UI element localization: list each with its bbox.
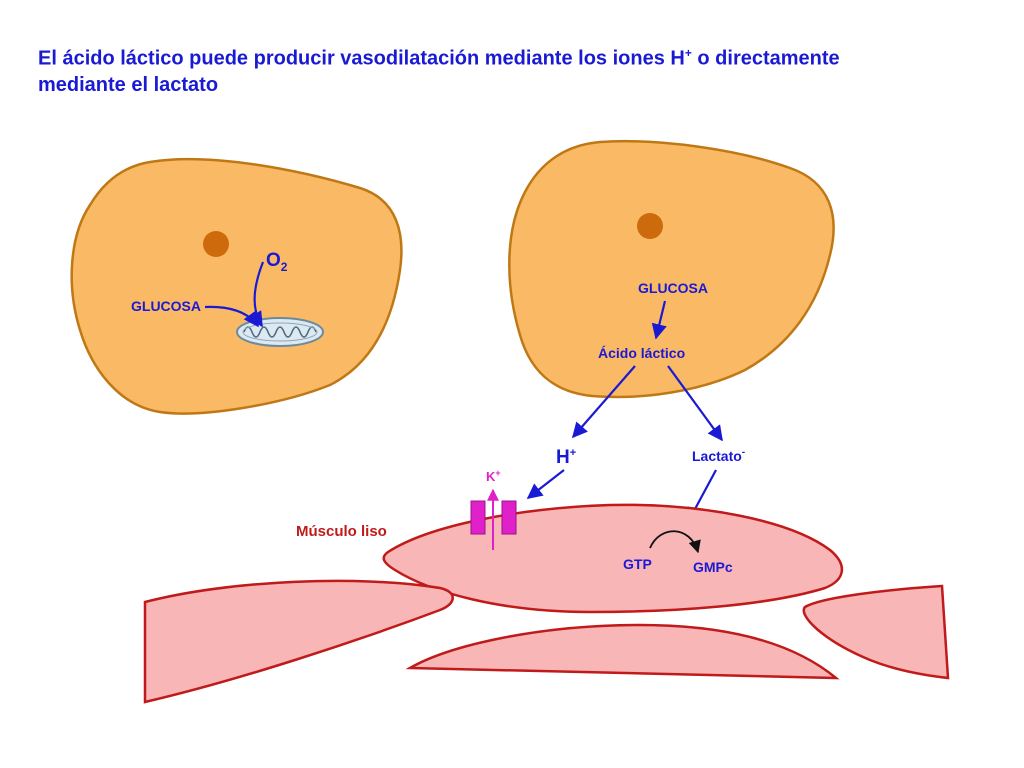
potassium-channel-icon [470,488,517,550]
lactic-acid-label: Ácido láctico [598,345,685,361]
glucose-label-left: GLUCOSA [131,298,201,314]
lactate-label: Lactato- [692,447,745,464]
smooth-muscle: Músculo liso [143,503,950,704]
gtp-label: GTP [623,556,652,572]
slide-title: El ácido láctico puede producir vasodila… [38,40,998,98]
arrow-glucose-to-lactic [651,300,667,340]
muscle-cell-left [143,579,454,704]
muscle-cell-right [802,584,950,680]
title-line-1: El ácido láctico puede producir vasodila… [38,46,840,70]
nucleus-right [637,213,663,239]
muscle-label: Músculo liso [296,523,387,540]
muscle-cell-bottom [405,623,840,680]
arrow-lactic-to-lactate [667,365,723,442]
arrow-lactic-to-h [571,365,636,439]
nucleus-left [203,231,229,257]
gmpc-label: GMPc [693,559,733,575]
mitochondrion-icon [236,317,324,347]
cell-left-body [70,157,403,415]
arrow-h-to-channel [526,469,565,499]
arrow-gtp-to-gmpc [649,530,701,554]
title-h-charge: + [684,46,692,60]
o2-label: O2 [266,250,288,274]
arrow-o2-to-mitochondria [248,261,265,328]
potassium-label: K+ [486,468,501,484]
arrow-glucose-to-mitochondria [204,305,259,328]
cell-left: O2 GLUCOSA [70,157,403,415]
h-ion-label: H+ [556,447,576,468]
glucose-label-right: GLUCOSA [638,280,708,296]
cell-right: GLUCOSA Ácido láctico [508,139,835,399]
cell-right-body [508,139,835,399]
title-line-2: mediante el lactato [38,73,219,96]
